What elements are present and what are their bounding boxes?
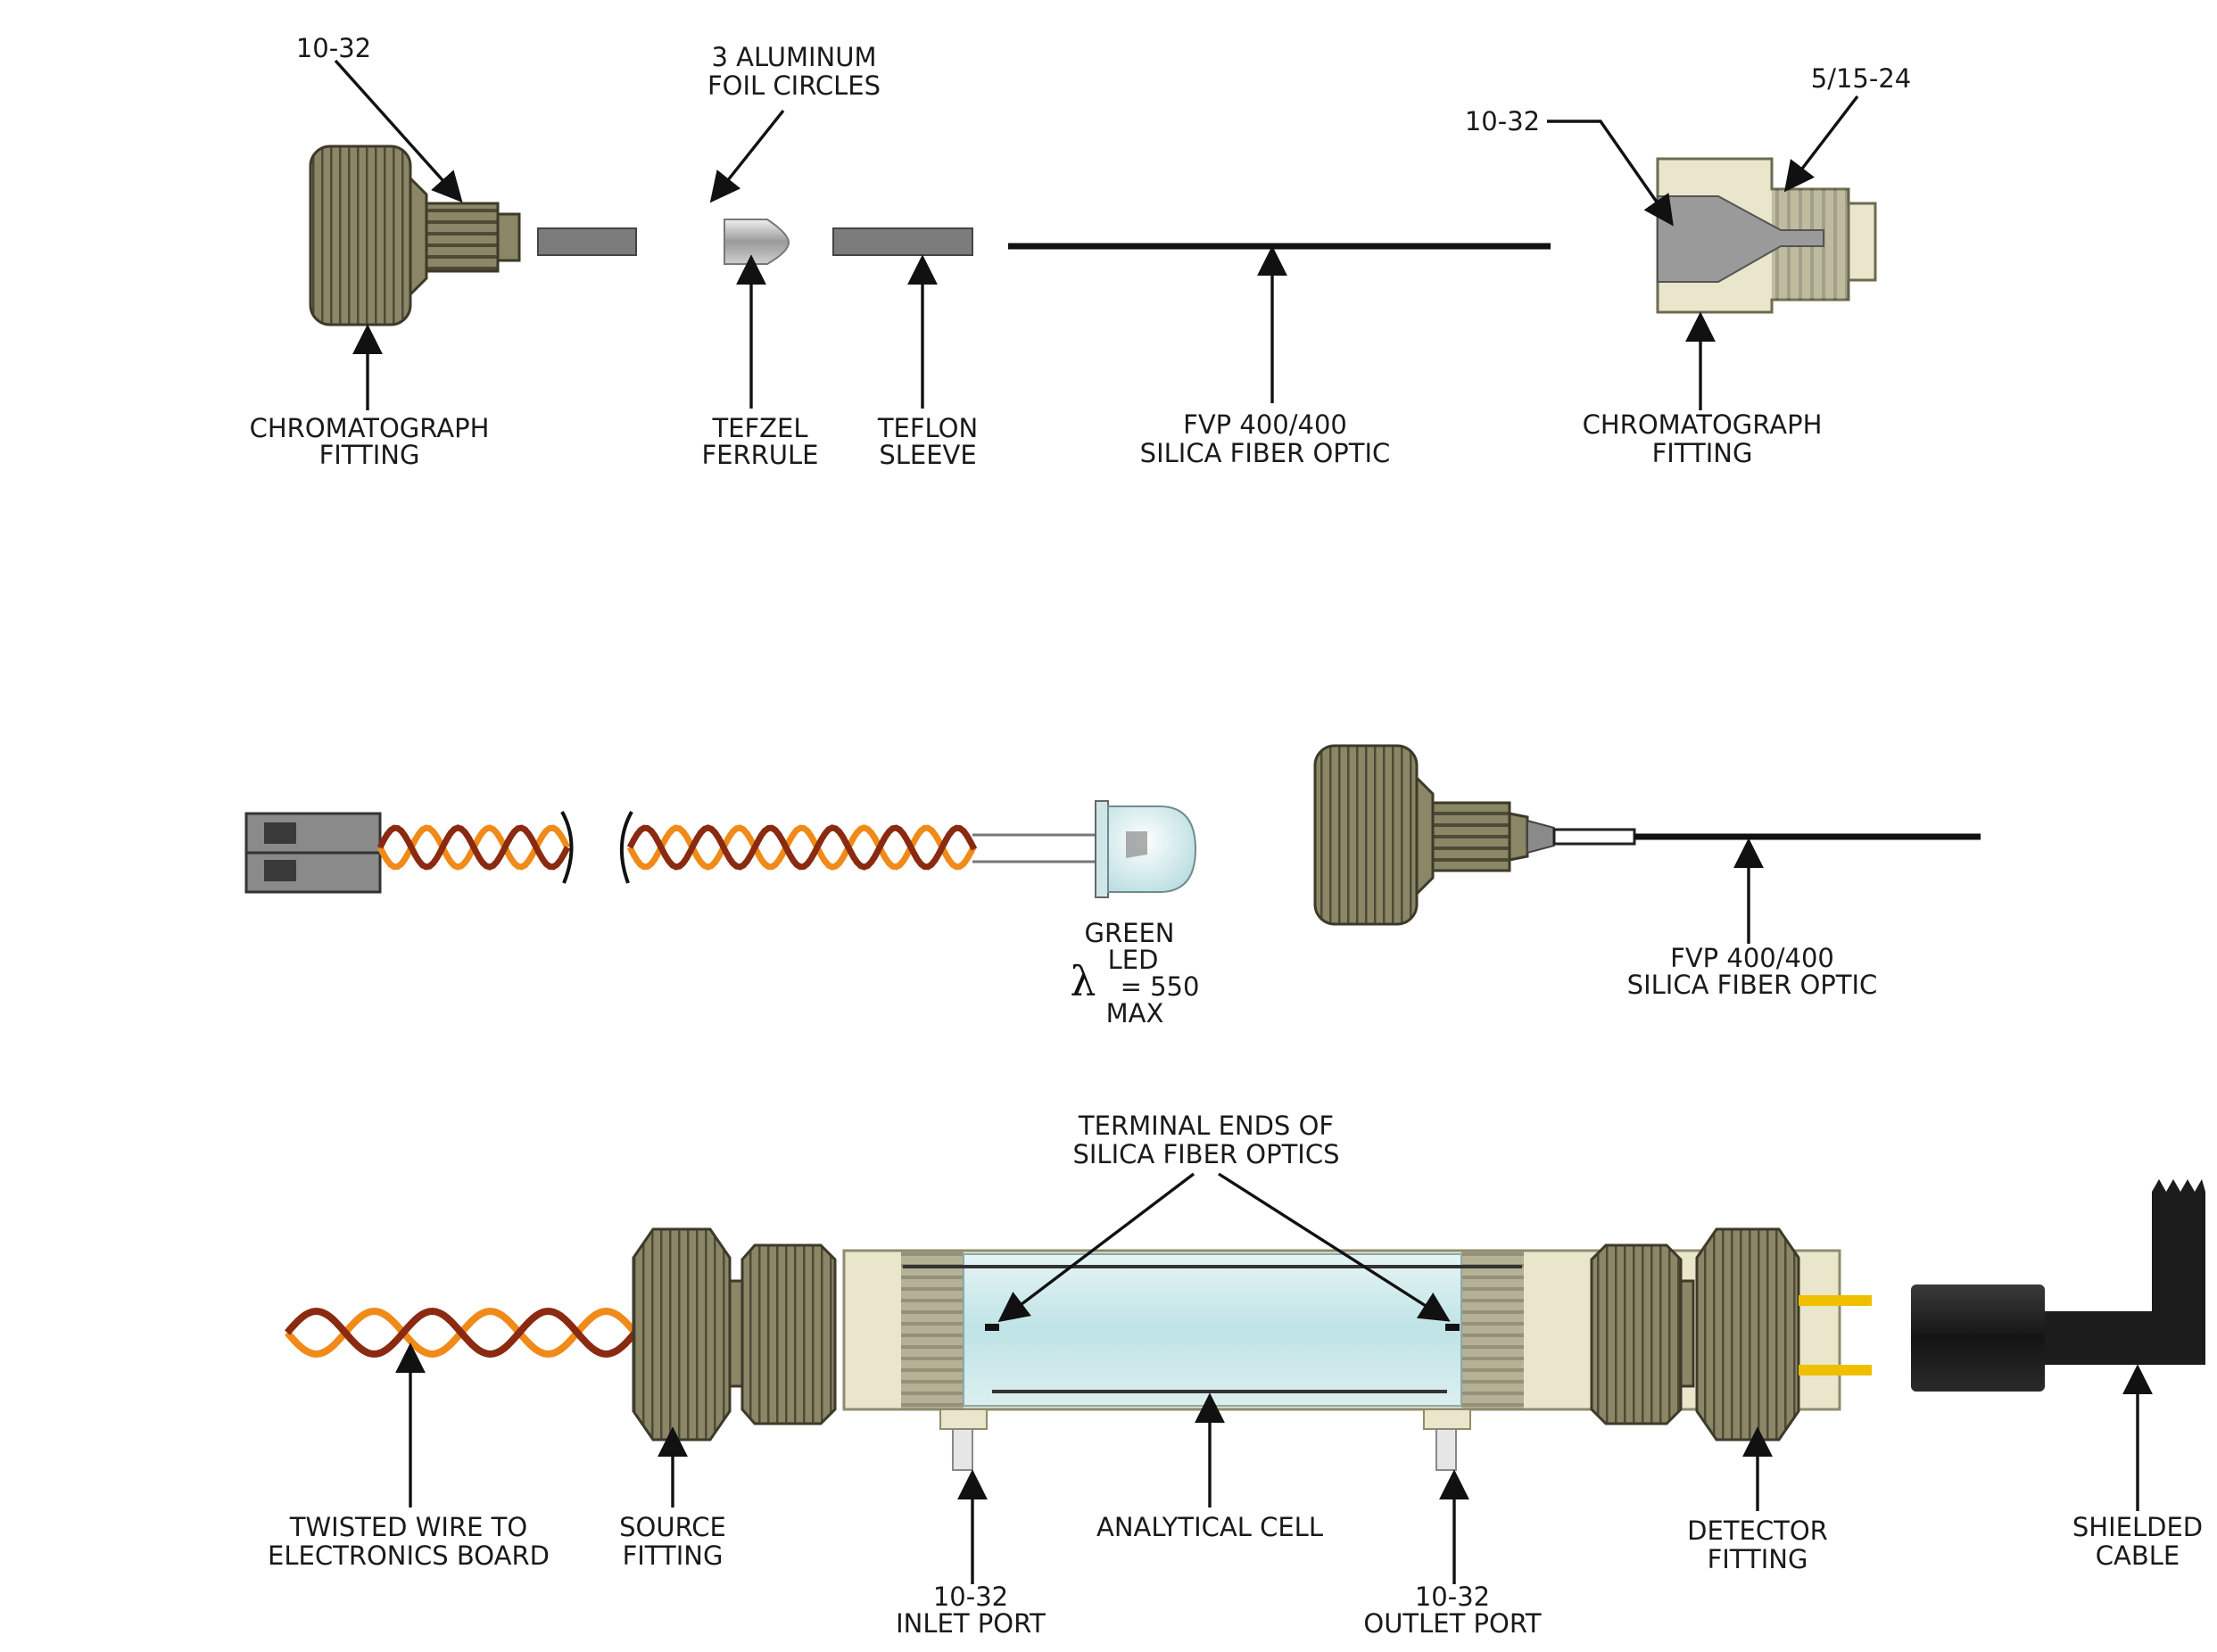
chromatograph-fitting-right — [1656, 157, 1877, 314]
label-outlet-line2: OUTLET PORT — [1363, 1608, 1542, 1639]
green-led — [972, 800, 1197, 898]
shielded-cable — [1911, 1179, 2205, 1392]
label-10-32-right: 10-32 — [1465, 106, 1540, 136]
label-teflon-line1: TEFLON — [877, 413, 978, 443]
label-source-line2: FITTING — [623, 1540, 724, 1571]
label-fiber-mid-line1: FVP 400/400 — [1670, 943, 1834, 973]
arrow-terminal-left — [997, 1172, 1195, 1323]
label-foil-circles-line1: 3 ALUMINUM — [712, 42, 877, 72]
label-terminal-line1: TERMINAL ENDS OF — [1078, 1111, 1334, 1141]
label-5-15-24: 5/15-24 — [1811, 63, 1912, 94]
label-fiber-top-line1: FVP 400/400 — [1183, 409, 1347, 440]
arrow-10-32-right — [1547, 120, 1674, 227]
label-led-line4: MAX — [1106, 998, 1164, 1028]
label-chrom-right-line2: FITTING — [1652, 438, 1753, 468]
fiber-fitting-middle — [1313, 744, 1636, 926]
label-foil-circles-line2: FOIL CIRCLES — [707, 70, 881, 101]
label-twisted-line2: ELECTRONICS BOARD — [268, 1540, 550, 1571]
gray-spacer-block — [537, 227, 637, 256]
label-terminal-line2: SILICA FIBER OPTICS — [1072, 1139, 1339, 1169]
chromatograph-fitting-left — [309, 145, 521, 326]
twisted-wire-bottom — [284, 1307, 639, 1359]
label-tefzel-line1: TEFZEL — [711, 413, 807, 443]
source-fitting — [632, 1227, 837, 1441]
label-chrom-left-line2: FITTING — [319, 440, 420, 470]
tefzel-ferrule — [724, 219, 790, 265]
label-inlet-line2: INLET PORT — [896, 1608, 1046, 1639]
twisted-wire-led-right — [619, 811, 978, 884]
arrow-5-15-24 — [1783, 95, 1859, 193]
label-analytical-cell: ANALYTICAL CELL — [1096, 1512, 1323, 1542]
label-tefzel-line2: FERRULE — [701, 440, 818, 470]
label-teflon-line2: SLEEVE — [879, 440, 976, 470]
label-shielded-line2: CABLE — [2096, 1540, 2180, 1571]
label-outlet-line1: 10-32 — [1415, 1582, 1490, 1612]
label-chrom-left-line1: CHROMATOGRAPH — [250, 413, 490, 443]
teflon-sleeve — [832, 227, 973, 256]
label-10-32-top: 10-32 — [296, 33, 371, 63]
label-source-line1: SOURCE — [619, 1512, 726, 1542]
label-twisted-line1: TWISTED WIRE TO — [289, 1512, 527, 1542]
label-led-lambda: λ — [1070, 957, 1096, 1005]
label-inlet-line1: 10-32 — [933, 1582, 1008, 1612]
label-chrom-right-line1: CHROMATOGRAPH — [1583, 409, 1823, 440]
label-fiber-mid-line2: SILICA FIBER OPTIC — [1627, 970, 1878, 1000]
wire-connector — [244, 812, 382, 894]
label-fiber-top-line2: SILICA FIBER OPTIC — [1140, 438, 1391, 468]
label-detector-line2: FITTING — [1708, 1544, 1808, 1574]
label-shielded-line1: SHIELDED — [2072, 1512, 2203, 1542]
label-led-line2: LED — [1108, 945, 1159, 975]
detector-fitting — [1590, 1227, 1872, 1441]
arrow-10-32-top — [334, 59, 463, 203]
label-detector-line1: DETECTOR — [1687, 1516, 1828, 1546]
label-led-line3: = 550 — [1121, 971, 1200, 1002]
arrow-foil-circles — [709, 109, 785, 203]
label-led-line1: GREEN — [1085, 918, 1175, 948]
arrow-terminal-right — [1218, 1172, 1451, 1322]
twisted-wire-led-left — [376, 811, 574, 884]
